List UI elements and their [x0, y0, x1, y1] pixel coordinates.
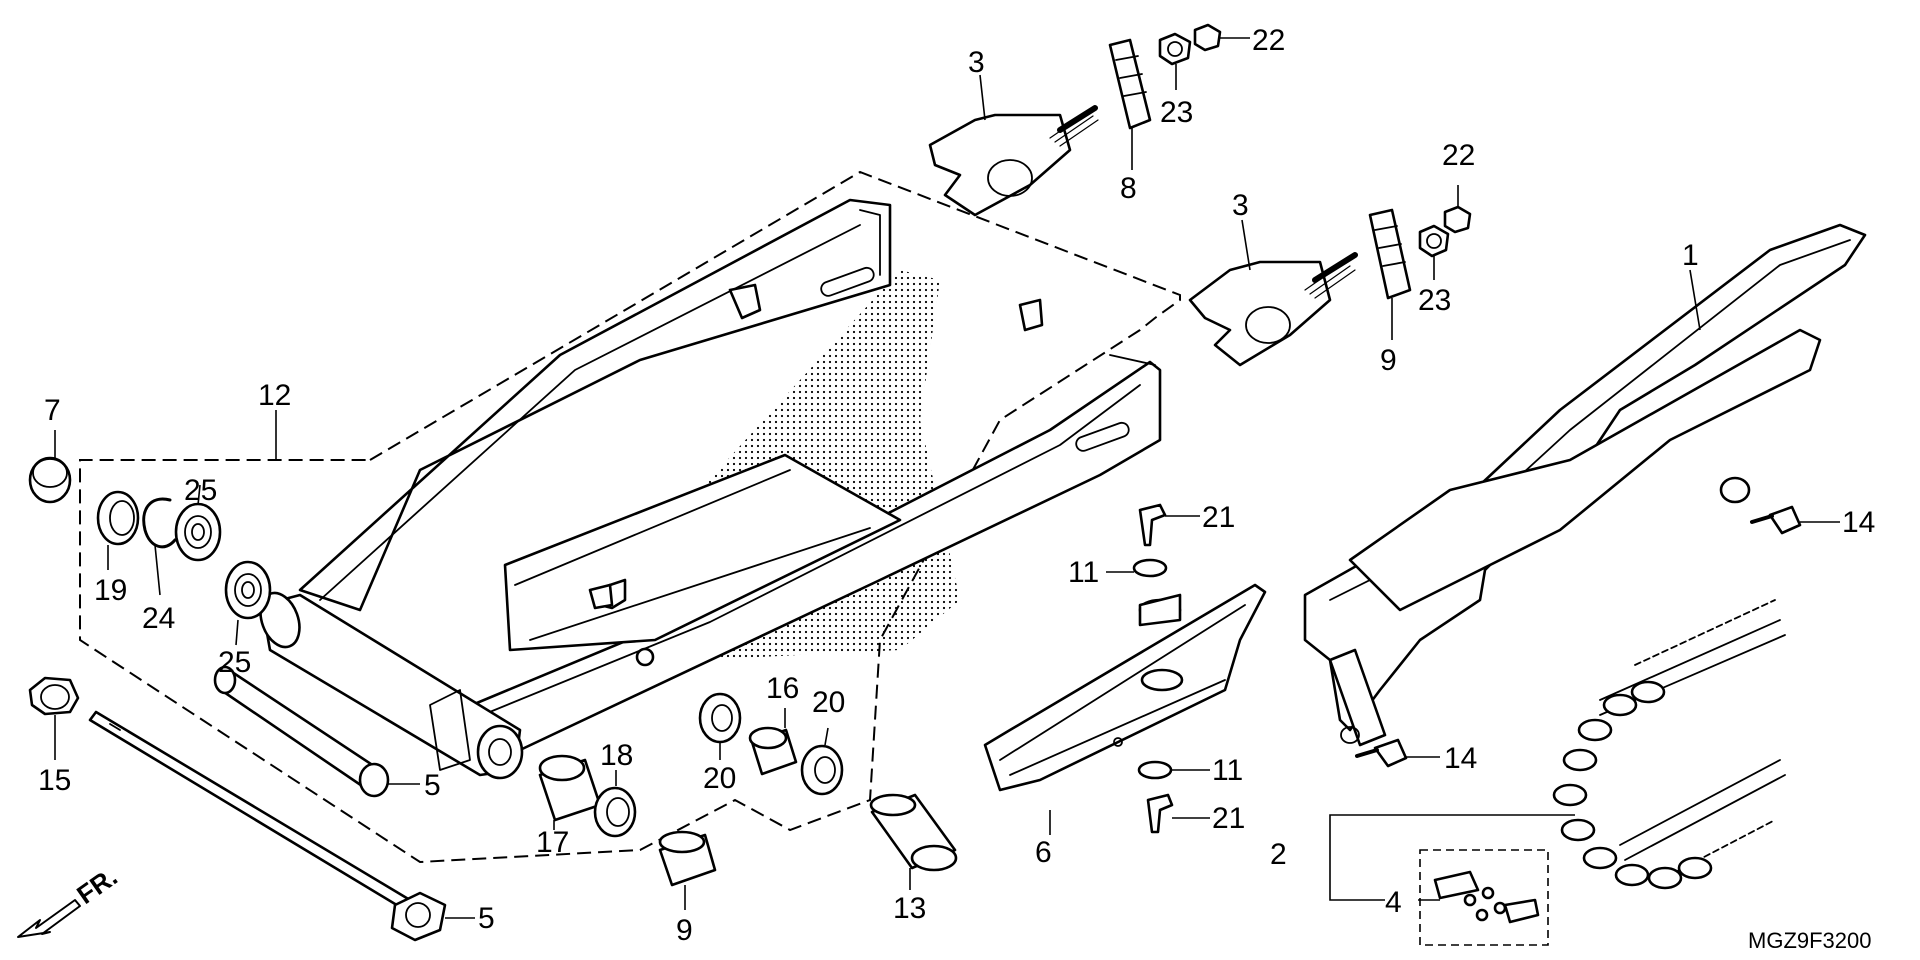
chain-slider: [983, 503, 1267, 834]
swingarm-stud: [635, 647, 655, 667]
callout-11-upper: 11: [1068, 556, 1099, 589]
callout-23-upper: 23: [1160, 96, 1193, 129]
brake-hose-clip-lower: [588, 583, 614, 610]
callout-10: 6: [1035, 836, 1052, 869]
callout-2: 2: [1270, 838, 1287, 871]
callout-6: 5: [478, 902, 495, 935]
drive-chain: [1419, 599, 1786, 946]
chain-case: [1303, 223, 1867, 768]
callout-11-lower: 11: [1212, 754, 1243, 787]
callout-3-lower: 3: [1232, 189, 1249, 222]
washer-nut-23-lower: [1418, 224, 1450, 258]
callout-labels: 3 8 23 22 3 9 23 22 1 14 14 21 11 11 21 …: [38, 24, 1875, 953]
pivot-bolt-head: [390, 891, 447, 942]
callout-15: 15: [38, 764, 71, 797]
nut-22-lower: [1443, 205, 1472, 234]
chain-case-lower-arm: [1348, 328, 1822, 612]
bearing-a: [174, 502, 222, 562]
callout-21-lower: 21: [1212, 802, 1245, 835]
callout-21-upper: 21: [1202, 501, 1235, 534]
callout-22-upper: 22: [1252, 24, 1285, 57]
callout-16: 16: [766, 672, 799, 705]
callout-23-lower: 23: [1418, 284, 1451, 317]
callout-24: 24: [142, 602, 175, 635]
front-label: FR.: [71, 861, 123, 910]
adjuster-plate-lower: [1368, 208, 1412, 300]
bolt-14-upper: [1768, 505, 1802, 535]
chain-adjuster-upper: [928, 113, 1072, 217]
master-link-box: [1419, 849, 1549, 946]
washer-nut-23-upper: [1158, 32, 1192, 66]
brake-hose-clip: [728, 283, 762, 320]
dust-seal: [96, 490, 140, 546]
callout-8: 5: [424, 769, 441, 802]
swingarm-assembly: [79, 170, 1181, 864]
callout-17: 17: [536, 826, 569, 859]
callout-12: 12: [258, 379, 291, 412]
washer-11-upper: [1132, 558, 1168, 578]
nut-22-upper: [1193, 23, 1222, 52]
pivot-cap: [28, 456, 72, 504]
master-link: [1433, 870, 1480, 900]
adjuster-plate-upper: [1108, 38, 1152, 130]
chain-links: [1552, 680, 1713, 890]
bearing-b: [224, 560, 272, 620]
screw-21-upper: [1138, 503, 1167, 547]
seal-20a: [698, 692, 742, 744]
pivot-parts: [28, 456, 447, 942]
callout-9: 9: [676, 914, 693, 947]
callout-20-right: 20: [812, 686, 845, 719]
circlip: [142, 497, 177, 549]
adjuster-slot-upper: [820, 266, 875, 297]
seal-20b: [800, 744, 844, 796]
callout-20-left: 20: [703, 762, 736, 795]
diagram-code: MGZ9F3200: [1748, 928, 1872, 953]
callout-5-lower: 9: [1380, 344, 1397, 377]
callout-25-upper: 25: [184, 474, 217, 507]
mount-tab: [1018, 298, 1044, 332]
swingarm-group-outline: [79, 170, 1181, 864]
callout-4: 4: [1385, 886, 1402, 919]
pivot-bolt: [88, 710, 412, 912]
callout-14-upper: 14: [1842, 506, 1875, 539]
leader-lines: [54, 37, 1840, 919]
callout-25-lower: 25: [218, 646, 251, 679]
chain-adjuster-lower: [1188, 260, 1332, 367]
callout-1: 1: [1682, 239, 1699, 272]
bolt-14-lower: [1373, 738, 1408, 768]
callout-7: 7: [44, 394, 61, 427]
adjuster-slot-lower: [1075, 421, 1130, 452]
front-direction-arrow: FR.: [17, 861, 123, 938]
callout-5-upper: 8: [1120, 172, 1137, 205]
callout-3-upper: 3: [968, 46, 985, 79]
collars-bearings: [538, 692, 958, 887]
callout-13: 13: [893, 892, 926, 925]
screw-21-lower: [1146, 793, 1174, 834]
callout-14-lower: 14: [1444, 742, 1477, 775]
callout-22-lower: 22: [1442, 139, 1475, 172]
callout-19: 19: [94, 574, 127, 607]
chain-adjusters: [928, 23, 1472, 367]
washer-11-lower: [1137, 760, 1173, 780]
callout-18: 18: [600, 739, 633, 772]
